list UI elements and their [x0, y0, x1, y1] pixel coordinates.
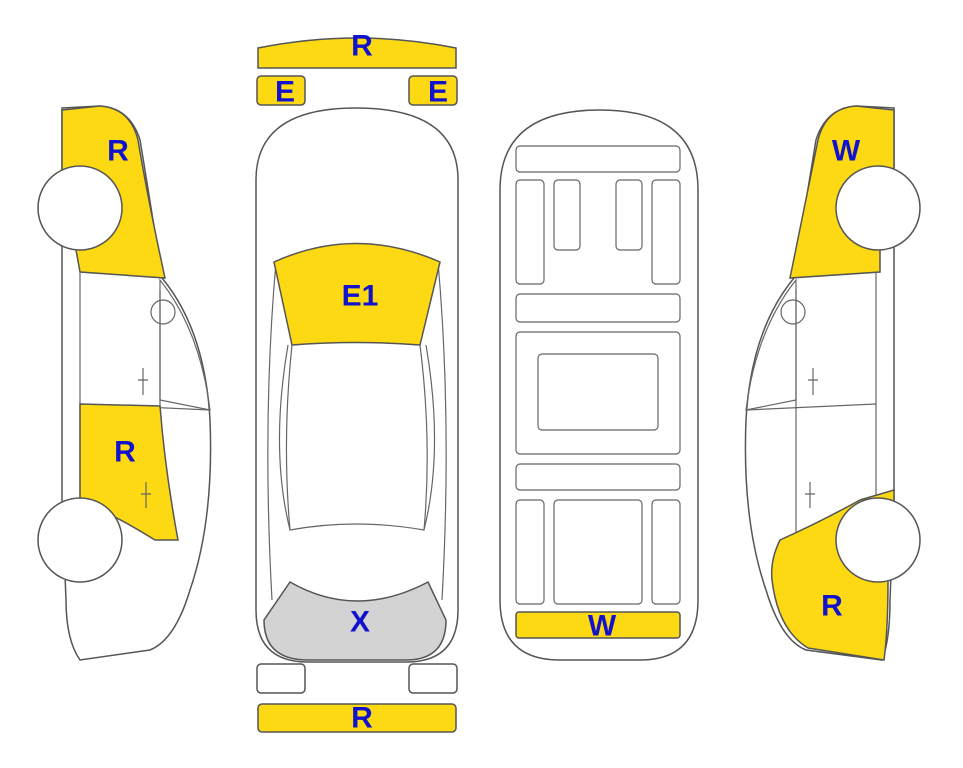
underbody-rear-label: W: [588, 610, 617, 643]
left-headlight-label: E: [275, 76, 295, 109]
left-front-door-handle: [138, 368, 148, 395]
rear-window-label: X: [350, 606, 370, 639]
car-top-view: R E E E1 X R: [255, 30, 459, 735]
underbody-panel-fr-inner: [615, 179, 643, 251]
rear-window-part[interactable]: [263, 580, 447, 661]
car-underbody-view: W: [499, 109, 699, 661]
right-rear-door-handle: [805, 482, 815, 508]
car-right-side-view: W R: [744, 105, 921, 661]
left-rear-wheel: [37, 497, 123, 583]
underbody-outline: [499, 109, 699, 661]
underbody-panel-fl-inner: [553, 179, 581, 251]
underbody-panel-fr: [651, 179, 681, 285]
underbody-panel-rear-strip: [515, 463, 681, 491]
left-rear-door-handle: [141, 482, 151, 508]
top-hood-line: [255, 180, 459, 268]
right-headlight-part[interactable]: [408, 75, 458, 106]
right-rear-wheel: [835, 497, 921, 583]
top-roof: [285, 344, 428, 531]
car-left-side-view: R R: [37, 105, 212, 661]
right-rear-quarter-label: R: [821, 590, 843, 623]
left-rear-door-label: R: [114, 436, 136, 469]
underbody-panel-mid: [515, 293, 681, 323]
underbody-panel-rl: [515, 499, 545, 605]
left-headlight-part[interactable]: [256, 75, 306, 106]
right-headlight-label: E: [428, 76, 448, 109]
rear-bumper-part[interactable]: [257, 703, 457, 733]
top-left-inner-line: [278, 344, 291, 531]
underbody-panel-rc: [553, 499, 643, 605]
underbody-rear-part[interactable]: [515, 611, 681, 639]
right-front-door-handle: [808, 368, 818, 395]
windshield-label: E1: [342, 280, 379, 313]
left-front-fender-label: R: [107, 135, 129, 168]
right-front-wheel: [835, 165, 921, 251]
underbody-panel-rr: [651, 499, 681, 605]
underbody-panel-center-outer: [515, 331, 681, 455]
windshield-part[interactable]: [273, 242, 441, 346]
left-front-wheel: [37, 165, 123, 251]
front-bumper-part[interactable]: [257, 37, 457, 69]
rear-bumper-label: R: [351, 702, 373, 735]
top-body-outline: [255, 107, 459, 663]
underbody-panel-fl: [515, 179, 545, 285]
underbody-panel-center-inner: [537, 353, 659, 431]
left-taillight-part[interactable]: [256, 663, 306, 694]
right-taillight-part[interactable]: [408, 663, 458, 694]
underbody-panel-front: [515, 145, 681, 173]
top-left-side-line: [267, 261, 277, 601]
right-front-fender-label: W: [832, 135, 861, 168]
right-mirror: [780, 299, 806, 325]
left-mirror: [150, 299, 176, 325]
top-right-side-line: [437, 261, 447, 601]
right-side-belt-line: [745, 403, 877, 411]
right-side-door-line: [795, 272, 877, 540]
top-right-inner-line: [423, 344, 436, 531]
front-bumper-label: R: [351, 30, 373, 63]
